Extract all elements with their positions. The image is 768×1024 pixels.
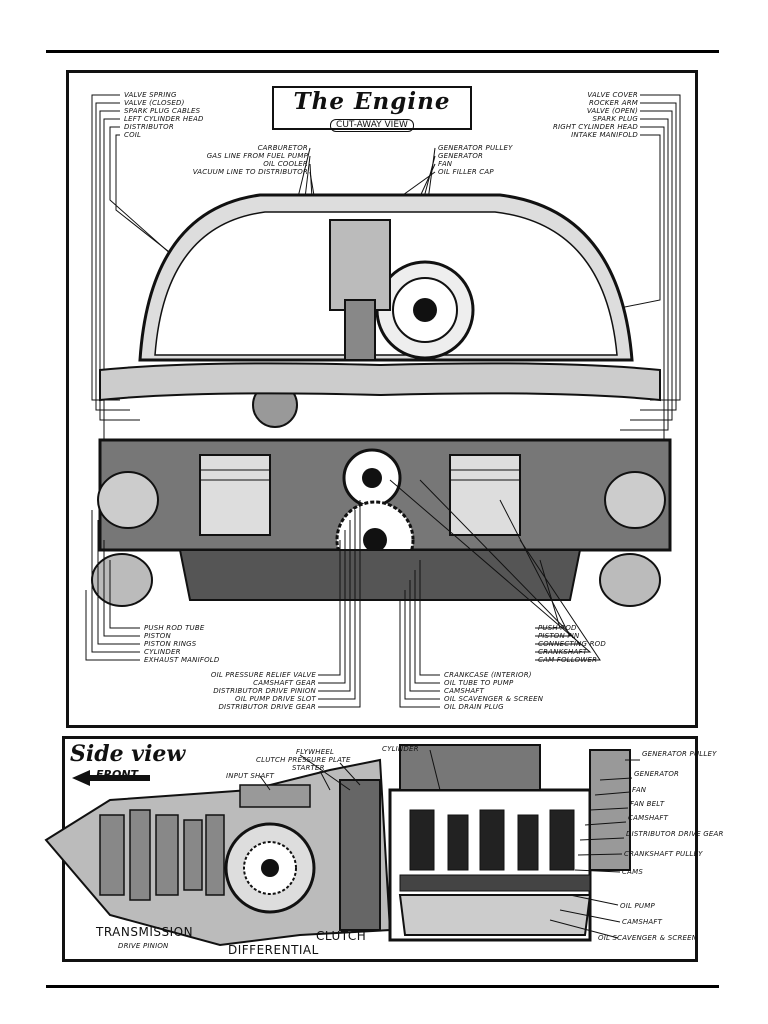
label-coil: COIL (124, 131, 142, 139)
label-oil-pump-drive-slot: OIL PUMP DRIVE SLOT (235, 695, 316, 703)
label-starter: STARTER (292, 764, 325, 772)
label-camshaft: CAMSHAFT (444, 687, 485, 695)
label-distributor-drive-gear: DISTRIBUTOR DRIVE GEAR (218, 703, 316, 711)
label-distributor-drive-pinion: DISTRIBUTOR DRIVE PINION (213, 687, 316, 695)
label-side-generator: GENERATOR (634, 770, 680, 778)
label-connecting-rod: CONNECTING ROD (538, 640, 606, 648)
label-spark-plug: SPARK PLUG (592, 115, 638, 123)
label-distributor: DISTRIBUTOR (124, 123, 174, 131)
label-clutch: CLUTCH (316, 929, 367, 943)
label-oil-drain-plug: OIL DRAIN PLUG (444, 703, 504, 711)
label-input-shaft: INPUT SHAFT (226, 772, 275, 780)
label-intake-manifold: INTAKE MANIFOLD (571, 131, 638, 139)
label-oil-filler-cap: OIL FILLER CAP (438, 168, 494, 176)
label-valve-spring: VALVE SPRING (124, 91, 177, 99)
label-push-rod: PUSH ROD (538, 624, 577, 632)
label-side-fan: FAN (632, 786, 647, 794)
label-left-cylinder-head: LEFT CYLINDER HEAD (124, 115, 204, 123)
label-side-distributor-drive-gear: DISTRIBUTOR DRIVE GEAR (626, 830, 724, 838)
bottom-rule (46, 985, 719, 988)
label-side-crankshaft-pulley: CRANKSHAFT PULLEY (624, 850, 703, 858)
engine-cutaway-panel (66, 70, 698, 728)
label-rocker-arm: ROCKER ARM (588, 99, 638, 107)
top-rule (46, 50, 719, 53)
engine-subtitle: CUT-AWAY VIEW (330, 119, 414, 132)
label-side-generator-pulley: GENERATOR PULLEY (642, 750, 717, 758)
label-generator-pulley: GENERATOR PULLEY (438, 144, 513, 152)
label-oil-cooler: OIL COOLER (263, 160, 308, 168)
front-label: FRONT (96, 768, 139, 781)
label-side-oil-scavenger: OIL SCAVENGER & SCREEN (598, 934, 698, 942)
label-crankcase-interior: CRANKCASE (INTERIOR) (444, 671, 532, 679)
label-side-oil-pump: OIL PUMP (620, 902, 655, 910)
label-differential: DIFFERENTIAL (228, 943, 319, 957)
label-oil-tube-to-pump: OIL TUBE TO PUMP (444, 679, 514, 687)
label-valve-open: VALVE (OPEN) (586, 107, 638, 115)
label-piston-pin: PISTON PIN (538, 632, 580, 640)
label-oil-pressure-relief-valve: OIL PRESSURE RELIEF VALVE (210, 671, 316, 679)
label-generator: GENERATOR (438, 152, 484, 160)
engine-title-box: The Engine CUT-AWAY VIEW (272, 86, 472, 132)
label-push-rod-tube: PUSH ROD TUBE (144, 624, 205, 632)
label-spark-plug-cables: SPARK PLUG CABLES (124, 107, 201, 115)
side-view-title: Side view (70, 741, 186, 767)
label-cam-follower: CAM FOLLOWER (538, 656, 598, 664)
label-crankshaft: CRANKSHAFT (538, 648, 588, 656)
label-cylinder: CYLINDER (144, 648, 181, 656)
label-camshaft-gear: CAMSHAFT GEAR (253, 679, 316, 687)
label-piston: PISTON (144, 632, 171, 640)
label-side-cams: CAMS (622, 868, 643, 876)
label-side-fan-belt: FAN BELT (630, 800, 665, 808)
label-side-camshaft-top: CAMSHAFT (628, 814, 669, 822)
label-clutch-pressure-plate: CLUTCH PRESSURE PLATE (256, 756, 351, 764)
label-transmission: TRANSMISSION (96, 925, 194, 939)
label-valve-cover: VALVE COVER (587, 91, 638, 99)
label-carburetor: CARBURETOR (257, 144, 308, 152)
label-side-camshaft-bottom: CAMSHAFT (622, 918, 663, 926)
label-piston-rings: PISTON RINGS (144, 640, 197, 648)
label-vacuum-line: VACUUM LINE TO DISTRIBUTOR (192, 168, 308, 176)
engine-title: The Engine (293, 88, 451, 115)
label-right-cylinder-head: RIGHT CYLINDER HEAD (552, 123, 638, 131)
label-exhaust-manifold: EXHAUST MANIFOLD (144, 656, 220, 664)
label-fan: FAN (438, 160, 453, 168)
label-side-cylinder: CYLINDER (382, 745, 419, 753)
label-gas-line: GAS LINE FROM FUEL PUMP (206, 152, 308, 160)
label-drive-pinion: DRIVE PINION (118, 942, 169, 950)
label-flywheel: FLYWHEEL (296, 748, 335, 756)
label-oil-scavenger-screen: OIL SCAVENGER & SCREEN (444, 695, 544, 703)
label-valve-closed: VALVE (CLOSED) (124, 99, 185, 107)
